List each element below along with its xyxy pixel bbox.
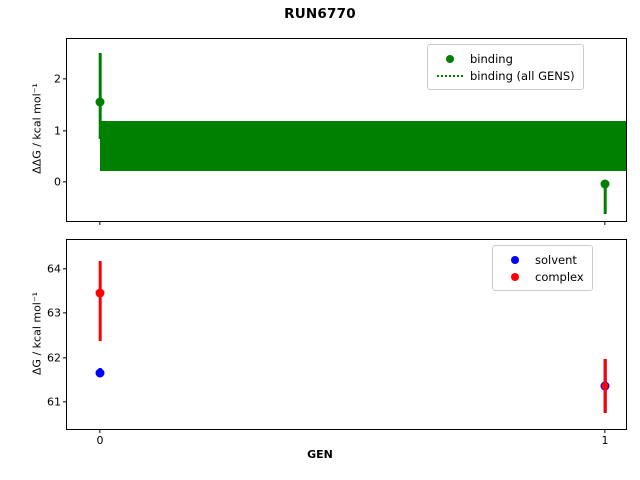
top-panel-legend: binding binding (all GENS) (427, 44, 584, 90)
x-ticklabel-0: 0 (96, 434, 104, 447)
binding-marker-icon (435, 54, 465, 63)
legend-label-solvent: solvent (535, 252, 577, 267)
top-y-tickmark-2 (63, 78, 67, 80)
top-panel-axes: ΔΔG / kcal mol⁻¹ 2 1 0 binding (31, 38, 627, 225)
bottom-y-tickmark-64 (63, 268, 67, 270)
binding-errorbar-gen1 (603, 180, 607, 214)
complex-marker-icon (500, 272, 530, 281)
bottom-y-ticklabel-62: 62 (47, 351, 61, 365)
complex-point-gen0 (95, 288, 105, 298)
x-axis-label: GEN (307, 448, 333, 461)
bottom-x-tickmark-1 (604, 429, 606, 433)
bottom-y-tickmark-63 (63, 312, 67, 314)
binding-all-gens-mean-line (100, 146, 626, 148)
bottom-panel-plot-area (67, 240, 626, 429)
solvent-point-gen0 (95, 368, 105, 378)
top-panel-plot-area (67, 39, 626, 221)
bottom-panel-axes: ΔG / kcal mol⁻¹ 64 63 62 61 0 1 (31, 239, 627, 447)
top-y-tickmark-1 (63, 130, 67, 132)
bottom-y-tickmark-61 (63, 401, 67, 403)
legend-item-complex: complex (500, 268, 584, 285)
legend-label-binding-all-gens: binding (all GENS) (470, 68, 575, 83)
top-x-tickmark-0 (99, 221, 101, 225)
bottom-panel-legend: solvent complex (492, 245, 593, 291)
legend-item-binding-all-gens: binding (all GENS) (435, 67, 575, 84)
top-y-ticklabel-0: 0 (54, 175, 61, 189)
complex-point-gen1 (601, 382, 609, 390)
binding-errorbar-gen0 (98, 53, 102, 139)
x-ticklabel-1: 1 (601, 434, 609, 447)
solvent-marker-icon (500, 255, 530, 264)
complex-errorbar-gen0 (98, 261, 102, 341)
legend-label-binding: binding (470, 51, 513, 66)
figure-title: RUN6770 (284, 6, 356, 22)
bottom-y-tickmark-62 (63, 357, 67, 359)
bottom-y-ticklabel-64: 64 (47, 262, 61, 276)
bottom-y-ticklabel-63: 63 (47, 306, 61, 320)
top-x-tickmark-1 (604, 221, 606, 225)
binding-all-gens-line-icon (435, 74, 465, 77)
top-y-tickmark-0 (63, 181, 67, 183)
top-y-ticklabel-1: 1 (54, 124, 61, 138)
binding-point-gen0 (95, 97, 105, 107)
legend-item-solvent: solvent (500, 251, 584, 268)
top-y-ticklabel-2: 2 (54, 72, 61, 86)
bottom-y-ticklabel-61: 61 (47, 395, 61, 409)
legend-label-complex: complex (535, 269, 584, 284)
binding-point-gen1 (600, 179, 610, 189)
bottom-x-tickmark-0 (99, 429, 101, 433)
bottom-panel-y-axis-label: ΔG / kcal mol⁻¹ (30, 291, 44, 375)
legend-item-binding: binding (435, 50, 575, 67)
top-panel-y-axis-label: ΔΔG / kcal mol⁻¹ (30, 83, 44, 174)
